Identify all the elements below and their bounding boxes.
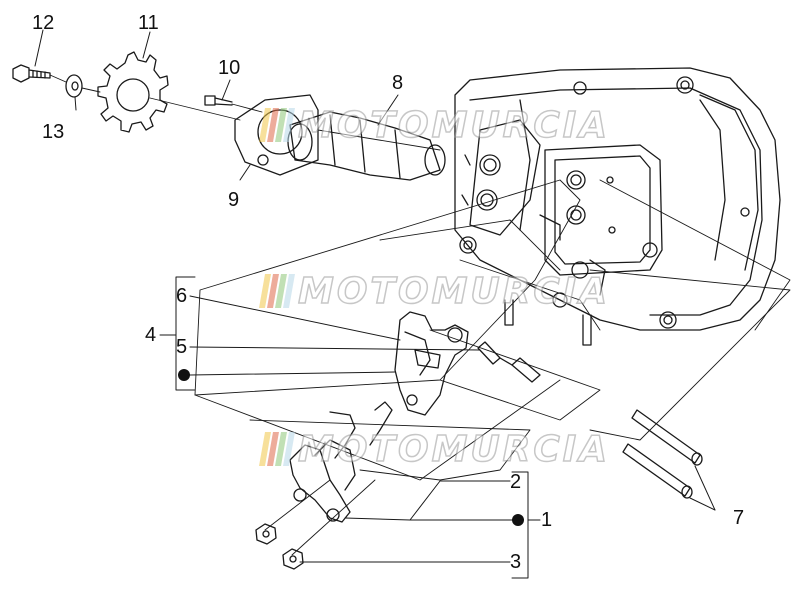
callout-1: 1 — [541, 509, 553, 531]
camshaft — [287, 111, 446, 181]
cylinder-head — [454, 67, 781, 346]
small-screw — [204, 95, 233, 106]
rocker-arm-lower — [289, 401, 393, 523]
rocker-arm-upper — [394, 311, 469, 416]
callout-13: 13 — [42, 121, 65, 143]
sprocket — [97, 51, 169, 133]
callout-3: 3 — [510, 551, 522, 573]
retaining-plate — [234, 94, 319, 176]
leader-dots — [178, 369, 524, 526]
washer — [65, 74, 83, 98]
adjuster-screws — [477, 341, 541, 383]
pins — [622, 409, 703, 499]
callout-12: 12 — [32, 12, 55, 34]
bolt — [12, 64, 51, 83]
callout-5: 5 — [176, 336, 188, 358]
callout-4: 4 — [145, 324, 157, 346]
callout-10: 10 — [218, 57, 241, 79]
nuts — [255, 523, 304, 570]
callout-11: 11 — [138, 12, 159, 34]
callout-9: 9 — [228, 189, 240, 211]
assembly-guide-lines — [49, 74, 791, 556]
callout-2: 2 — [510, 471, 522, 493]
callout-6: 6 — [176, 285, 188, 307]
callout-7: 7 — [733, 507, 745, 529]
leader-lines — [34, 29, 716, 579]
callout-8: 8 — [392, 72, 404, 94]
